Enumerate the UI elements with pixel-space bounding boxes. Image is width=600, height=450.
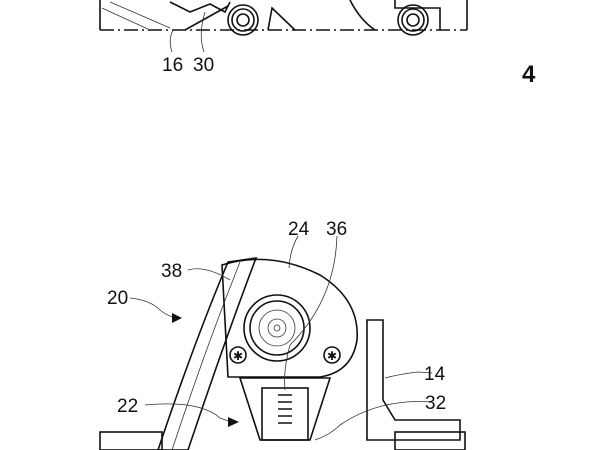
- leader-36: [284, 235, 338, 391]
- leader-14: [384, 371, 433, 379]
- leader-30: [200, 11, 206, 53]
- support-outline: [267, 6, 296, 31]
- wall-14: [366, 319, 461, 441]
- strut-line: [109, 1, 171, 29]
- leader-38: [187, 268, 231, 281]
- bracket-outline: [169, 1, 231, 14]
- svg-text:✱: ✱: [233, 349, 243, 363]
- label-14: 14: [424, 364, 446, 385]
- wheel-icon: [397, 4, 429, 36]
- arrow-icon: [172, 313, 182, 323]
- arm-inner-line: [171, 261, 241, 450]
- leader-24: [288, 235, 299, 269]
- leader-16: [169, 29, 174, 53]
- screw-icon: ✱: [229, 346, 247, 364]
- label-22: 22: [117, 396, 138, 417]
- shaft-36: [243, 294, 311, 362]
- arrow-icon: [228, 417, 239, 427]
- locking-housing-22: [238, 377, 332, 441]
- base-plate-right: [394, 431, 466, 450]
- wheel-icon: [227, 4, 259, 36]
- lever-30: [184, 5, 229, 31]
- arm-38: [157, 257, 258, 450]
- leader-22: [144, 403, 237, 423]
- label-16: 16: [162, 55, 183, 76]
- arm-curve: [349, 0, 376, 31]
- housing-outline: [394, 0, 441, 30]
- figure-number: 4: [522, 61, 536, 88]
- label-38: 38: [161, 261, 182, 282]
- spring-32: [278, 394, 292, 424]
- label-32: 32: [425, 393, 446, 414]
- screw-icon: ✱: [323, 346, 341, 364]
- label-20: 20: [107, 288, 128, 309]
- label-36: 36: [326, 219, 347, 240]
- svg-text:✱: ✱: [327, 349, 337, 363]
- label-30: 30: [193, 55, 214, 76]
- base-plate-left: [99, 431, 163, 450]
- leader-32: [314, 401, 433, 441]
- bottom-figure: ✱ ✱ 24 36 38 20 14 22 32: [99, 219, 466, 450]
- top-figure: 16 30: [99, 0, 468, 76]
- strut-line: [101, 7, 151, 31]
- label-24: 24: [288, 219, 310, 240]
- plate-24: [221, 258, 358, 378]
